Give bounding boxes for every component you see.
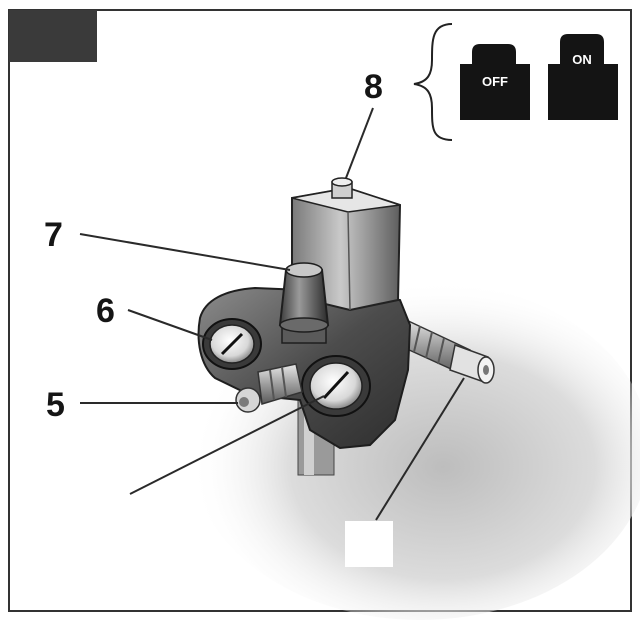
pressure-regulator-knob — [278, 262, 330, 344]
leader-line-front-gauge — [129, 395, 325, 495]
corner-tab — [9, 10, 97, 62]
callout-5: 5 — [46, 386, 65, 424]
blank-label-box — [345, 521, 393, 567]
callout-8: 8 — [364, 68, 383, 106]
switch-on-icon: ON — [548, 34, 618, 120]
switch-off-label: OFF — [482, 74, 508, 89]
tank-pressure-gauge — [202, 318, 262, 370]
callout-6: 6 — [96, 292, 115, 330]
outlet-pressure-gauge — [301, 355, 371, 417]
switch-on-label: ON — [572, 52, 592, 67]
callout-7: 7 — [44, 216, 63, 254]
curly-brace — [413, 23, 453, 141]
leader-line-6 — [127, 309, 213, 341]
leader-line-7 — [79, 233, 291, 271]
quick-coupling — [235, 363, 303, 413]
leader-line-outlet — [375, 377, 465, 521]
switch-off-icon: OFF — [460, 44, 530, 120]
on-off-button — [331, 177, 353, 199]
leader-lines — [79, 107, 465, 521]
leader-line-8 — [345, 107, 374, 179]
